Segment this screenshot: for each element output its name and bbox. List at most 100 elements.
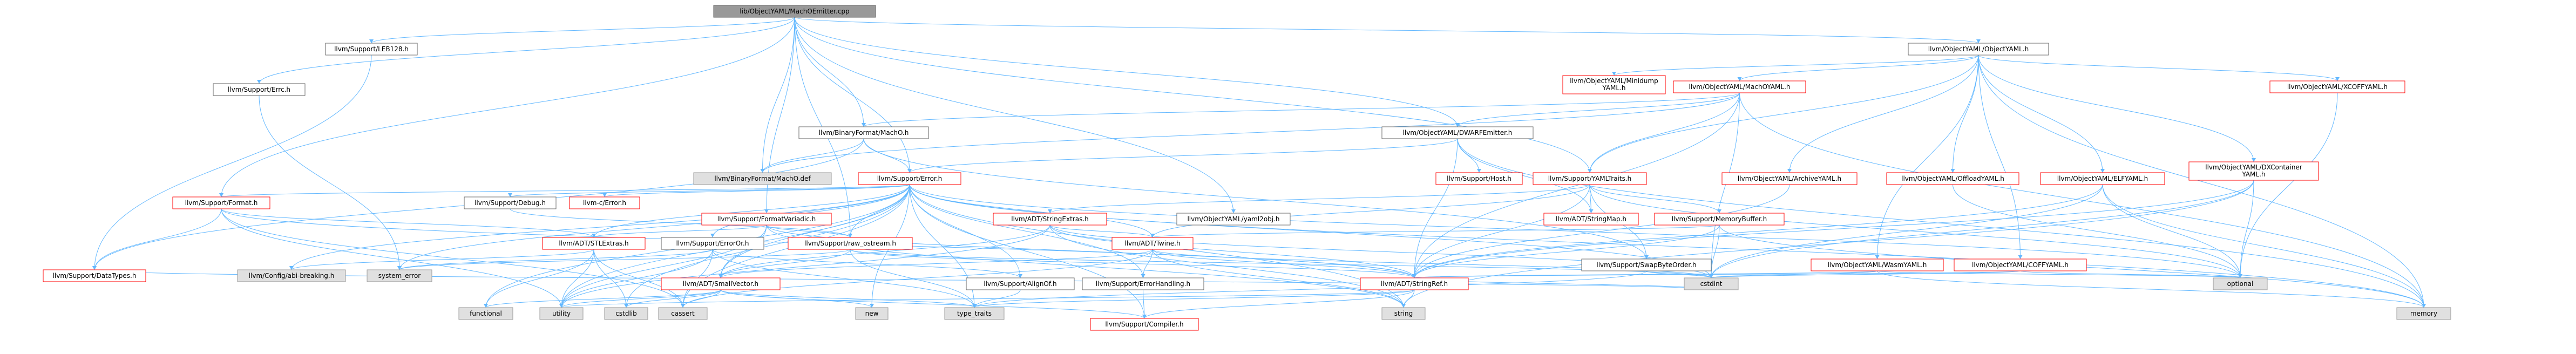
node-wasmyaml[interactable]: llvm/ObjectYAML/WasmYAML.h bbox=[1811, 258, 1944, 271]
edge-dwarfemitter-to-error bbox=[909, 138, 1458, 173]
edge-arrowhead bbox=[1737, 77, 1742, 81]
edge-arrowhead bbox=[1412, 274, 1416, 278]
node-box bbox=[701, 213, 832, 226]
node-abibreaking[interactable]: llvm/Config/abi-breaking.h bbox=[237, 269, 346, 282]
node-stringmap[interactable]: llvm/ADT/StringMap.h bbox=[1543, 213, 1639, 226]
node-twine[interactable]: llvm/ADT/Twine.h bbox=[1111, 237, 1194, 250]
node-datatypes[interactable]: llvm/Support/DataTypes.h bbox=[43, 269, 146, 282]
edge-arrowhead bbox=[1976, 39, 1981, 43]
edge-arrowhead bbox=[602, 193, 607, 197]
edge-dxcontainer-to-stringref bbox=[1414, 180, 2254, 278]
edge-smallvector-to-compiler bbox=[720, 289, 1145, 319]
node-machoh[interactable]: llvm/BinaryFormat/MachO.h bbox=[798, 126, 929, 139]
node-smallvector[interactable]: llvm/ADT/SmallVector.h bbox=[661, 277, 781, 290]
node-swapbyteorder[interactable]: llvm/Support/SwapByteOrder.h bbox=[1581, 258, 1712, 271]
edge-arrowhead bbox=[369, 39, 374, 43]
edge-dwarfemitter-to-memory bbox=[1457, 138, 2424, 308]
edge-objectyaml-to-elfyaml bbox=[1978, 55, 2103, 173]
node-elfyaml[interactable]: llvm/ObjectYAML/ELFYAML.h bbox=[2040, 172, 2165, 185]
edge-rawostream-to-smallvector bbox=[720, 249, 851, 278]
node-cerror[interactable]: llvm-c/Error.h bbox=[569, 196, 640, 209]
node-rawostream[interactable]: llvm/Support/raw_ostream.h bbox=[788, 237, 913, 250]
node-coffyaml[interactable]: llvm/ObjectYAML/COFFYAML.h bbox=[1954, 258, 2087, 271]
node-box bbox=[693, 172, 832, 185]
node-box bbox=[464, 196, 557, 209]
node-label: llvm/Support/Compiler.h bbox=[1105, 321, 1183, 328]
node-yamltraits[interactable]: llvm/Support/YAMLTraits.h bbox=[1533, 172, 1647, 185]
node-box bbox=[1908, 43, 2049, 56]
node-root[interactable]: lib/ObjectYAML/MachOEmitter.cpp bbox=[713, 5, 876, 18]
node-functional[interactable]: functional bbox=[458, 307, 513, 320]
node-format[interactable]: llvm/Support/Format.h bbox=[172, 196, 270, 209]
edge-yamltraits-to-memorybuffer bbox=[1589, 184, 1720, 214]
node-cstdlib[interactable]: cstdlib bbox=[604, 307, 648, 320]
edge-arrowhead bbox=[764, 209, 769, 213]
edge-arrowhead bbox=[592, 234, 596, 237]
edge-root-to-format bbox=[221, 17, 795, 198]
edge-elfyaml-to-cstdint bbox=[1711, 184, 2103, 278]
edge-arrowhead bbox=[508, 193, 512, 197]
node-alignof[interactable]: llvm/Support/AlignOf.h bbox=[966, 277, 1075, 290]
node-yamldata[interactable]: llvm/ObjectYAML/yaml2obj.h bbox=[1176, 213, 1291, 226]
node-stringref[interactable]: llvm/ADT/StringRef.h bbox=[1360, 277, 1469, 290]
edge-twine-to-cstdint bbox=[1152, 249, 1712, 278]
edge-coffyaml-to-stringref bbox=[1414, 270, 2021, 278]
edge-arrowhead bbox=[624, 304, 628, 308]
edge-machoyaml-to-dwarfemitter bbox=[1457, 92, 1740, 127]
edge-format-to-stlextras bbox=[221, 208, 594, 238]
node-typetraits[interactable]: type_traits bbox=[944, 307, 1005, 320]
node-box bbox=[539, 307, 584, 320]
edge-arrowhead bbox=[2238, 274, 2242, 278]
node-label: llvm/ObjectYAML/yaml2obj.h bbox=[1187, 215, 1279, 223]
node-errc[interactable]: llvm/Support/Errc.h bbox=[213, 83, 306, 96]
node-label: llvm/Support/FormatVariadic.h bbox=[717, 215, 816, 223]
edge-machoyaml-to-stringref bbox=[1414, 92, 1740, 278]
edge-arrowhead bbox=[257, 80, 261, 84]
node-machodef[interactable]: llvm/BinaryFormat/MachO.def bbox=[693, 172, 832, 185]
node-memory[interactable]: memory bbox=[2396, 307, 2451, 320]
node-error[interactable]: llvm/Support/Error.h bbox=[858, 172, 961, 185]
node-label: llvm/Support/ErrorHandling.h bbox=[1096, 280, 1190, 288]
node-box bbox=[2188, 161, 2319, 181]
node-machoyaml[interactable]: llvm/ObjectYAML/MachOYAML.h bbox=[1673, 80, 1806, 93]
node-objectyaml[interactable]: llvm/ObjectYAML/ObjectYAML.h bbox=[1908, 43, 2049, 56]
edge-arrowhead bbox=[1141, 274, 1145, 278]
edge-arrowhead bbox=[907, 169, 912, 173]
edge-wasmyaml-to-optional bbox=[1877, 270, 2241, 278]
node-string[interactable]: string bbox=[1381, 307, 1426, 320]
node-systemerror[interactable]: system_error bbox=[367, 269, 432, 282]
node-memorybuffer[interactable]: llvm/Support/MemoryBuffer.h bbox=[1654, 213, 1785, 226]
edge-error-to-systemerror bbox=[399, 184, 910, 270]
node-label: llvm/Support/MemoryBuffer.h bbox=[1672, 215, 1767, 223]
edge-stlextras-to-abibreaking bbox=[291, 249, 594, 270]
node-box bbox=[1886, 172, 2019, 185]
node-optional[interactable]: optional bbox=[2213, 277, 2268, 290]
node-xcoff[interactable]: llvm/ObjectYAML/XCOFFYAML.h bbox=[2269, 80, 2405, 93]
edge-arrowhead bbox=[1589, 209, 1594, 213]
node-offload[interactable]: llvm/ObjectYAML/OffloadYAML.h bbox=[1886, 172, 2019, 185]
node-leb128[interactable]: llvm/Support/LEB128.h bbox=[325, 43, 418, 56]
node-errorhandling[interactable]: llvm/Support/ErrorHandling.h bbox=[1082, 277, 1204, 290]
node-stlextras[interactable]: llvm/ADT/STLExtras.h bbox=[542, 237, 646, 250]
node-debug[interactable]: llvm/Support/Debug.h bbox=[464, 196, 557, 209]
node-label: llvm/Support/Format.h bbox=[185, 199, 258, 207]
node-cassert[interactable]: cassert bbox=[658, 307, 708, 320]
edge-arrowhead bbox=[2335, 77, 2340, 81]
edge-erroror-to-systemerror bbox=[399, 249, 713, 270]
node-utility[interactable]: utility bbox=[539, 307, 584, 320]
node-new[interactable]: new bbox=[855, 307, 889, 320]
node-dwarfemitter[interactable]: llvm/ObjectYAML/DWARFEmitter.h bbox=[1381, 126, 1534, 139]
node-stringextras[interactable]: llvm/ADT/StringExtras.h bbox=[993, 213, 1107, 226]
node-box bbox=[798, 126, 929, 139]
edge-format-to-utility bbox=[221, 208, 562, 308]
node-cstdint[interactable]: cstdint bbox=[1684, 277, 1739, 290]
node-archive[interactable]: llvm/ObjectYAML/ArchiveYAML.h bbox=[1721, 172, 1858, 185]
node-host[interactable]: llvm/Support/Host.h bbox=[1435, 172, 1523, 185]
node-formatvariadic[interactable]: llvm/Support/FormatVariadic.h bbox=[701, 213, 832, 226]
node-erroror[interactable]: llvm/Support/ErrorOr.h bbox=[661, 237, 764, 250]
edge-stlextras-to-cassert bbox=[593, 249, 683, 308]
node-compiler[interactable]: llvm/Support/Compiler.h bbox=[1090, 318, 1199, 331]
edge-error-to-stlextras bbox=[593, 184, 910, 238]
